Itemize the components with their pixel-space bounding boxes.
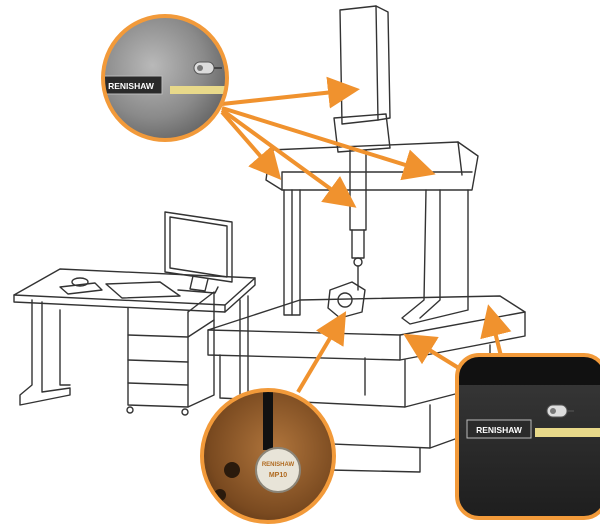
- probe-brand-label: RENISHAW: [262, 462, 295, 468]
- callout-probe-bottom: RENISHAW MP10: [200, 388, 336, 524]
- brand-label-top: RENISHAW: [108, 81, 155, 91]
- mouse: [71, 277, 89, 287]
- ring-terminal-icon: [193, 61, 222, 75]
- monitor: [164, 211, 233, 283]
- workpiece: [327, 281, 366, 319]
- arrow-to-probe: [296, 311, 347, 394]
- desk-top: [13, 268, 256, 306]
- temperature-sensor-strip-icon: [170, 86, 227, 94]
- arrow-to-bridge-left: [220, 110, 282, 181]
- arrow-to-quill: [220, 108, 357, 208]
- temperature-sensor-strip-icon: [535, 428, 600, 437]
- ring-terminal-icon: [546, 404, 574, 418]
- carriage: [333, 113, 391, 153]
- arrow-to-table-edge: [480, 304, 512, 361]
- bridge-leg-right: [401, 189, 469, 325]
- probe-model-label: MP10: [269, 472, 287, 479]
- callout-sensor-right: RENISHAW: [455, 353, 600, 520]
- drawer-unit: [127, 307, 189, 408]
- brand-label-right: RENISHAW: [476, 425, 523, 435]
- probe-body: [255, 447, 301, 493]
- desk-leg-left: [19, 299, 71, 406]
- arrow-to-column: [221, 76, 360, 109]
- arrow-to-bridge: [221, 106, 436, 181]
- granite-table-top: [207, 295, 526, 336]
- z-column: [339, 5, 379, 125]
- keyboard: [105, 281, 181, 299]
- callout-sensor-top: RENISHAW: [101, 14, 229, 142]
- desk-with-computer: [13, 211, 256, 416]
- callout-arrows: [220, 76, 512, 394]
